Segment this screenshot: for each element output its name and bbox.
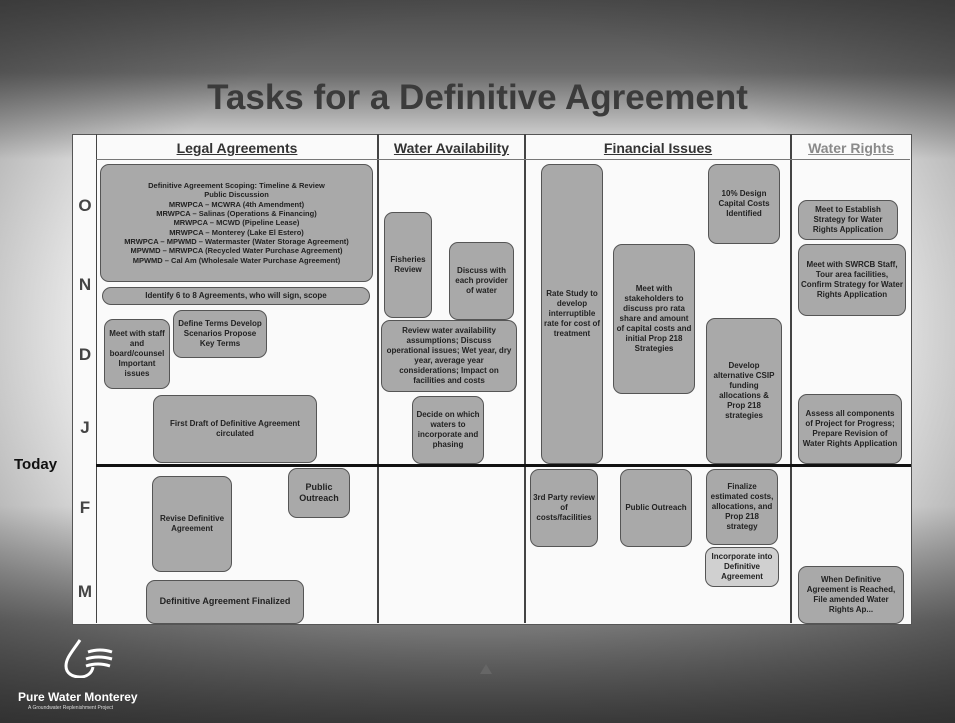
month-label: O — [78, 196, 92, 215]
task-assess-components: Assess all components of Project for Pro… — [798, 394, 902, 464]
header-legal-agreements: Legal Agreements — [176, 140, 298, 156]
task-incorporate-agreement: Incorporate into Definitive Agreement — [705, 547, 779, 587]
header-water-availability: Water Availability — [393, 140, 510, 156]
task-meet-staff: Meet with staff and board/counsel Import… — [104, 319, 170, 389]
task-design-costs: 10% Design Capital Costs Identified — [708, 164, 780, 244]
slide-title: Tasks for a Definitive Agreement — [207, 78, 748, 117]
task-file-amended-rights: When Definitive Agreement is Reached, Fi… — [798, 566, 904, 624]
task-revise-agreement: Revise Definitive Agreement — [152, 476, 232, 572]
month-label: M — [77, 582, 93, 601]
month-label: N — [78, 275, 92, 294]
today-line — [96, 464, 911, 467]
slide-marker-icon — [480, 664, 492, 674]
water-drop-logo-icon — [64, 639, 113, 678]
task-first-draft: First Draft of Definitive Agreement circ… — [153, 395, 317, 463]
today-label: Today — [14, 456, 58, 473]
task-finalize-costs: Finalize estimated costs, allocations, a… — [706, 469, 778, 545]
month-label: F — [79, 498, 91, 517]
column-divider-financial — [790, 134, 792, 623]
header-financial-issues: Financial Issues — [603, 140, 713, 156]
task-meet-swrcb: Meet with SWRCB Staff, Tour area facilit… — [798, 244, 906, 316]
month-label: D — [78, 345, 92, 364]
task-define-terms: Define Terms Develop Scenarios Propose K… — [173, 310, 267, 358]
task-agreement-scoping: Definitive Agreement Scoping: Timeline &… — [100, 164, 373, 282]
task-fisheries-review: Fisheries Review — [384, 212, 432, 318]
month-label: J — [80, 418, 90, 437]
column-divider-legal — [377, 134, 379, 623]
brand-tagline: A Groundwater Replenishment Project — [28, 705, 114, 711]
month-column-divider — [96, 134, 97, 623]
task-agreement-finalized: Definitive Agreement Finalized — [146, 580, 304, 624]
task-third-party-review: 3rd Party review of costs/facilities — [530, 469, 598, 547]
task-discuss-provider: Discuss with each provider of water — [449, 242, 514, 320]
task-review-availability: Review water availability assumptions; D… — [381, 320, 517, 392]
task-rate-study: Rate Study to develop interruptible rate… — [541, 164, 603, 464]
task-develop-csip: Develop alternative CSIP funding allocat… — [706, 318, 782, 464]
task-decide-waters: Decide on which waters to incorporate an… — [412, 396, 484, 464]
brand-name: Pure Water Monterey — [18, 690, 138, 704]
header-divider — [96, 159, 910, 160]
task-meet-stakeholders: Meet with stakeholders to discuss pro ra… — [613, 244, 695, 394]
header-water-rights: Water Rights — [808, 140, 894, 156]
column-divider-water — [524, 134, 526, 623]
task-establish-strategy: Meet to Establish Strategy for Water Rig… — [798, 200, 898, 240]
task-identify-agreements: Identify 6 to 8 Agreements, who will sig… — [102, 287, 370, 305]
task-public-outreach-financial: Public Outreach — [620, 469, 692, 547]
task-public-outreach-legal: Public Outreach — [288, 468, 350, 518]
